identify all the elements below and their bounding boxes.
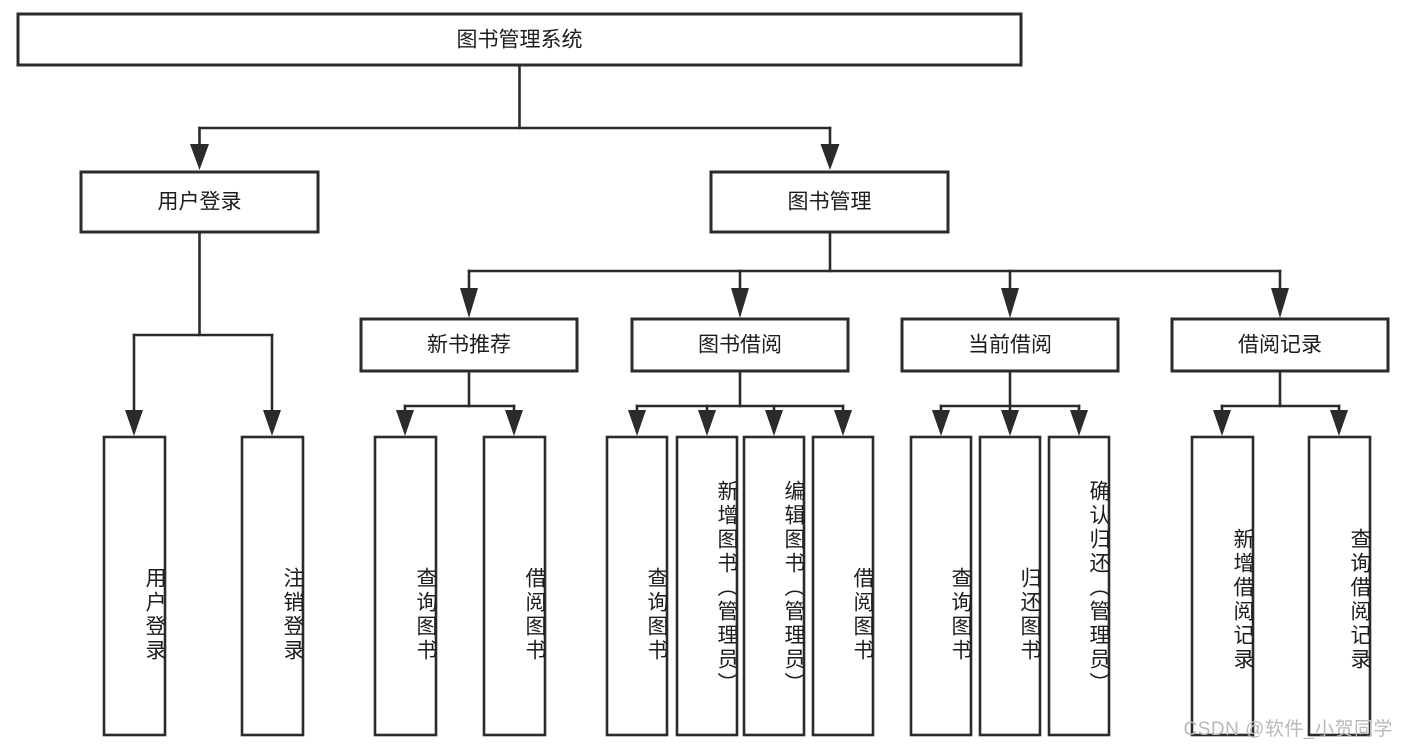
node-current-borrow-label: 当前借阅 (968, 334, 1052, 357)
node-borrow-record-box[interactable] (1170, 317, 1390, 373)
node-root[interactable]: 图书管理系统 (16, 12, 1023, 67)
arrow-user-leaf-2 (263, 410, 281, 436)
leaf-box-record-1[interactable] (1190, 435, 1255, 737)
node-new-book-box[interactable] (359, 317, 579, 373)
node-user-login-box[interactable] (79, 170, 320, 234)
arrow-current-leaf-2 (1001, 410, 1019, 436)
arrow-to-user-login (190, 144, 209, 170)
node-user-login[interactable]: 用户登录 (79, 170, 320, 234)
leaf-box-newbook-2[interactable] (482, 435, 547, 737)
leaf-box-record-2[interactable] (1307, 435, 1372, 737)
node-book-borrow[interactable]: 图书借阅 (630, 317, 850, 373)
arrow-to-borrow-record (1271, 288, 1289, 318)
leaf-box-current-2[interactable] (978, 435, 1042, 737)
node-user-login-label: 用户登录 (158, 191, 242, 214)
leaf-box-newbook-1[interactable] (373, 435, 438, 737)
node-current-borrow-box[interactable] (900, 317, 1120, 373)
arrow-record-leaf-2 (1330, 410, 1348, 436)
arrow-newbook-leaf-2 (505, 410, 523, 436)
node-new-book-label: 新书推荐 (427, 334, 511, 357)
leaf-box-user-2[interactable] (240, 435, 305, 737)
arrow-borrow-leaf-4 (834, 410, 852, 436)
node-book-manage-label: 图书管理 (788, 191, 872, 214)
arrow-newbook-leaf-1 (396, 410, 414, 436)
leaf-box-borrow-3[interactable] (742, 435, 806, 737)
node-root-box[interactable] (16, 12, 1023, 67)
leaf-box-current-3[interactable] (1047, 435, 1111, 737)
node-book-manage-box[interactable] (709, 170, 950, 234)
leaf-box-user-1[interactable] (102, 435, 167, 737)
arrow-borrow-leaf-3 (765, 410, 783, 436)
leaf-box-borrow-1[interactable] (605, 435, 669, 737)
arrow-current-leaf-3 (1070, 410, 1088, 436)
node-borrow-record[interactable]: 借阅记录 (1170, 317, 1390, 373)
leaf-box-borrow-2[interactable] (675, 435, 739, 737)
arrow-to-book-borrow (731, 288, 749, 318)
watermark: CSDN @软件_小贺同学 (1183, 719, 1393, 740)
arrow-borrow-leaf-1 (628, 410, 646, 436)
leaf-box-current-1[interactable] (909, 435, 973, 737)
leaf-box-borrow-4[interactable] (811, 435, 875, 737)
arrow-record-leaf-1 (1213, 410, 1231, 436)
arrow-to-new-book (460, 288, 478, 318)
arrow-to-current-borrow (1001, 288, 1019, 318)
node-root-label: 图书管理系统 (457, 29, 583, 52)
arrow-to-book-manage (820, 144, 840, 170)
node-new-book[interactable]: 新书推荐 (359, 317, 579, 373)
arrow-current-leaf-1 (932, 410, 950, 436)
connectors (125, 64, 1348, 436)
node-book-borrow-label: 图书借阅 (698, 334, 782, 357)
node-book-manage[interactable]: 图书管理 (709, 170, 950, 234)
node-borrow-record-label: 借阅记录 (1238, 334, 1322, 357)
node-current-borrow[interactable]: 当前借阅 (900, 317, 1120, 373)
node-book-borrow-box[interactable] (630, 317, 850, 373)
arrow-user-leaf-1 (125, 410, 143, 436)
arrow-borrow-leaf-2 (698, 410, 716, 436)
